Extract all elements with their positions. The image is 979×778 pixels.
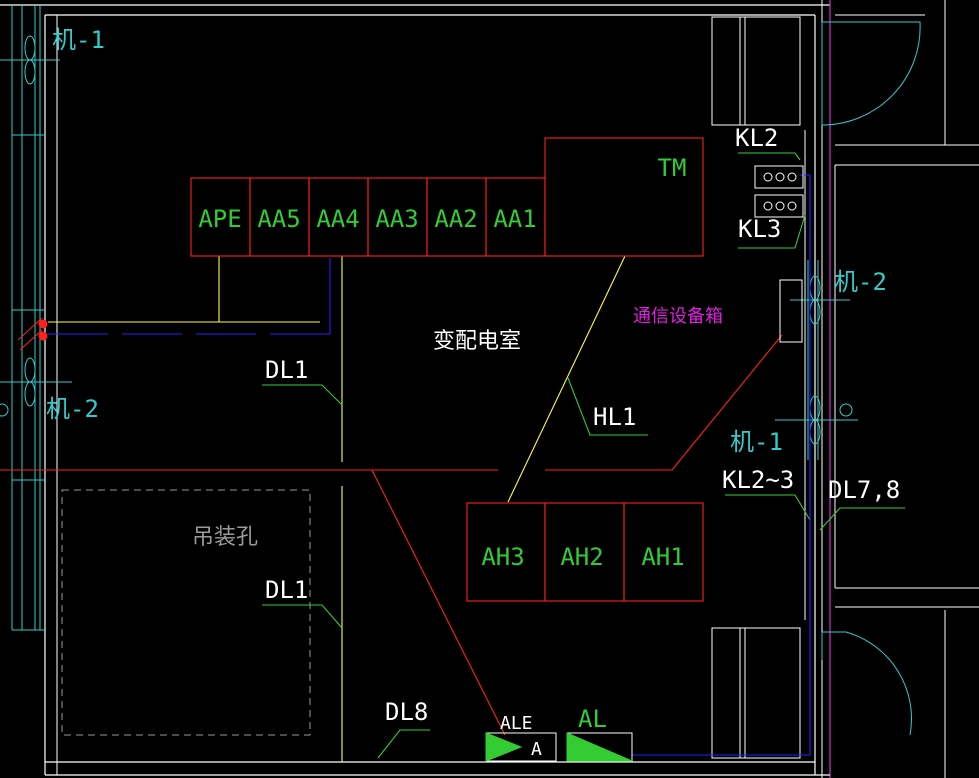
fan-label-top-left: 机-1: [52, 26, 105, 54]
lighting-boxes: [485, 732, 633, 762]
fan-label-left: 机-2: [46, 395, 99, 423]
panel-label-ah2: AH2: [560, 543, 603, 571]
switchgear-top-row: [190, 137, 704, 257]
ale-label: ALE: [500, 713, 533, 734]
al-label: AL: [578, 705, 607, 733]
panel-label-aa5: AA5: [257, 205, 300, 233]
panel-label-aa2: AA2: [434, 205, 477, 233]
panel-label-ah1: AH1: [641, 543, 684, 571]
fan-label-right-top: 机-2: [834, 268, 887, 296]
cable-label-dl78: DL7,8: [828, 476, 900, 504]
panel-ah1: [623, 502, 704, 602]
panel-label-aa3: AA3: [375, 205, 418, 233]
panel-label-aa4: AA4: [316, 205, 359, 233]
transformer-label: TM: [658, 154, 687, 182]
comm-box: [779, 279, 803, 343]
panel-label-ape: APE: [198, 205, 241, 233]
comm-box-label: 通信设备箱: [633, 306, 723, 327]
panel-label-ah3: AH3: [481, 543, 524, 571]
ale-box-label: A: [531, 739, 542, 760]
cable-lines: [0, 152, 905, 762]
cable-label-kl2: KL2: [735, 124, 778, 152]
room-name: 变配电室: [433, 329, 521, 354]
panel-label-aa1: AA1: [493, 205, 536, 233]
hoist-hole-outline: [61, 489, 311, 736]
comm-equipment: [754, 165, 804, 343]
ale-triangle-icon: [485, 732, 523, 762]
socket-kl2: [754, 165, 804, 189]
switchgear-bottom-row: [466, 502, 704, 602]
hoist-hole-label: 吊装孔: [192, 525, 258, 550]
fan-icon: [0, 35, 60, 85]
fan-label-right: 机-1: [730, 428, 783, 456]
cable-label-hl1: HL1: [593, 403, 636, 431]
cable-label-kl3: KL3: [738, 215, 781, 243]
labels: 机-1 机-2 机-2 机-1 APE AA5 AA4 AA3 AA2 AA1 …: [46, 26, 900, 760]
al-triangle-icon: [566, 732, 633, 762]
cable-label-kl2-3: KL2~3: [722, 466, 794, 494]
left-windows: [11, 5, 819, 631]
socket-kl3: [754, 194, 804, 218]
fan-symbols: [0, 35, 858, 445]
cable-label-dl1-lower: DL1: [265, 576, 308, 604]
cable-label-dl8: DL8: [385, 698, 428, 726]
transformer-tm: [544, 137, 704, 257]
fan-icon: [0, 357, 72, 417]
cable-label-dl1-upper: DL1: [265, 356, 308, 384]
